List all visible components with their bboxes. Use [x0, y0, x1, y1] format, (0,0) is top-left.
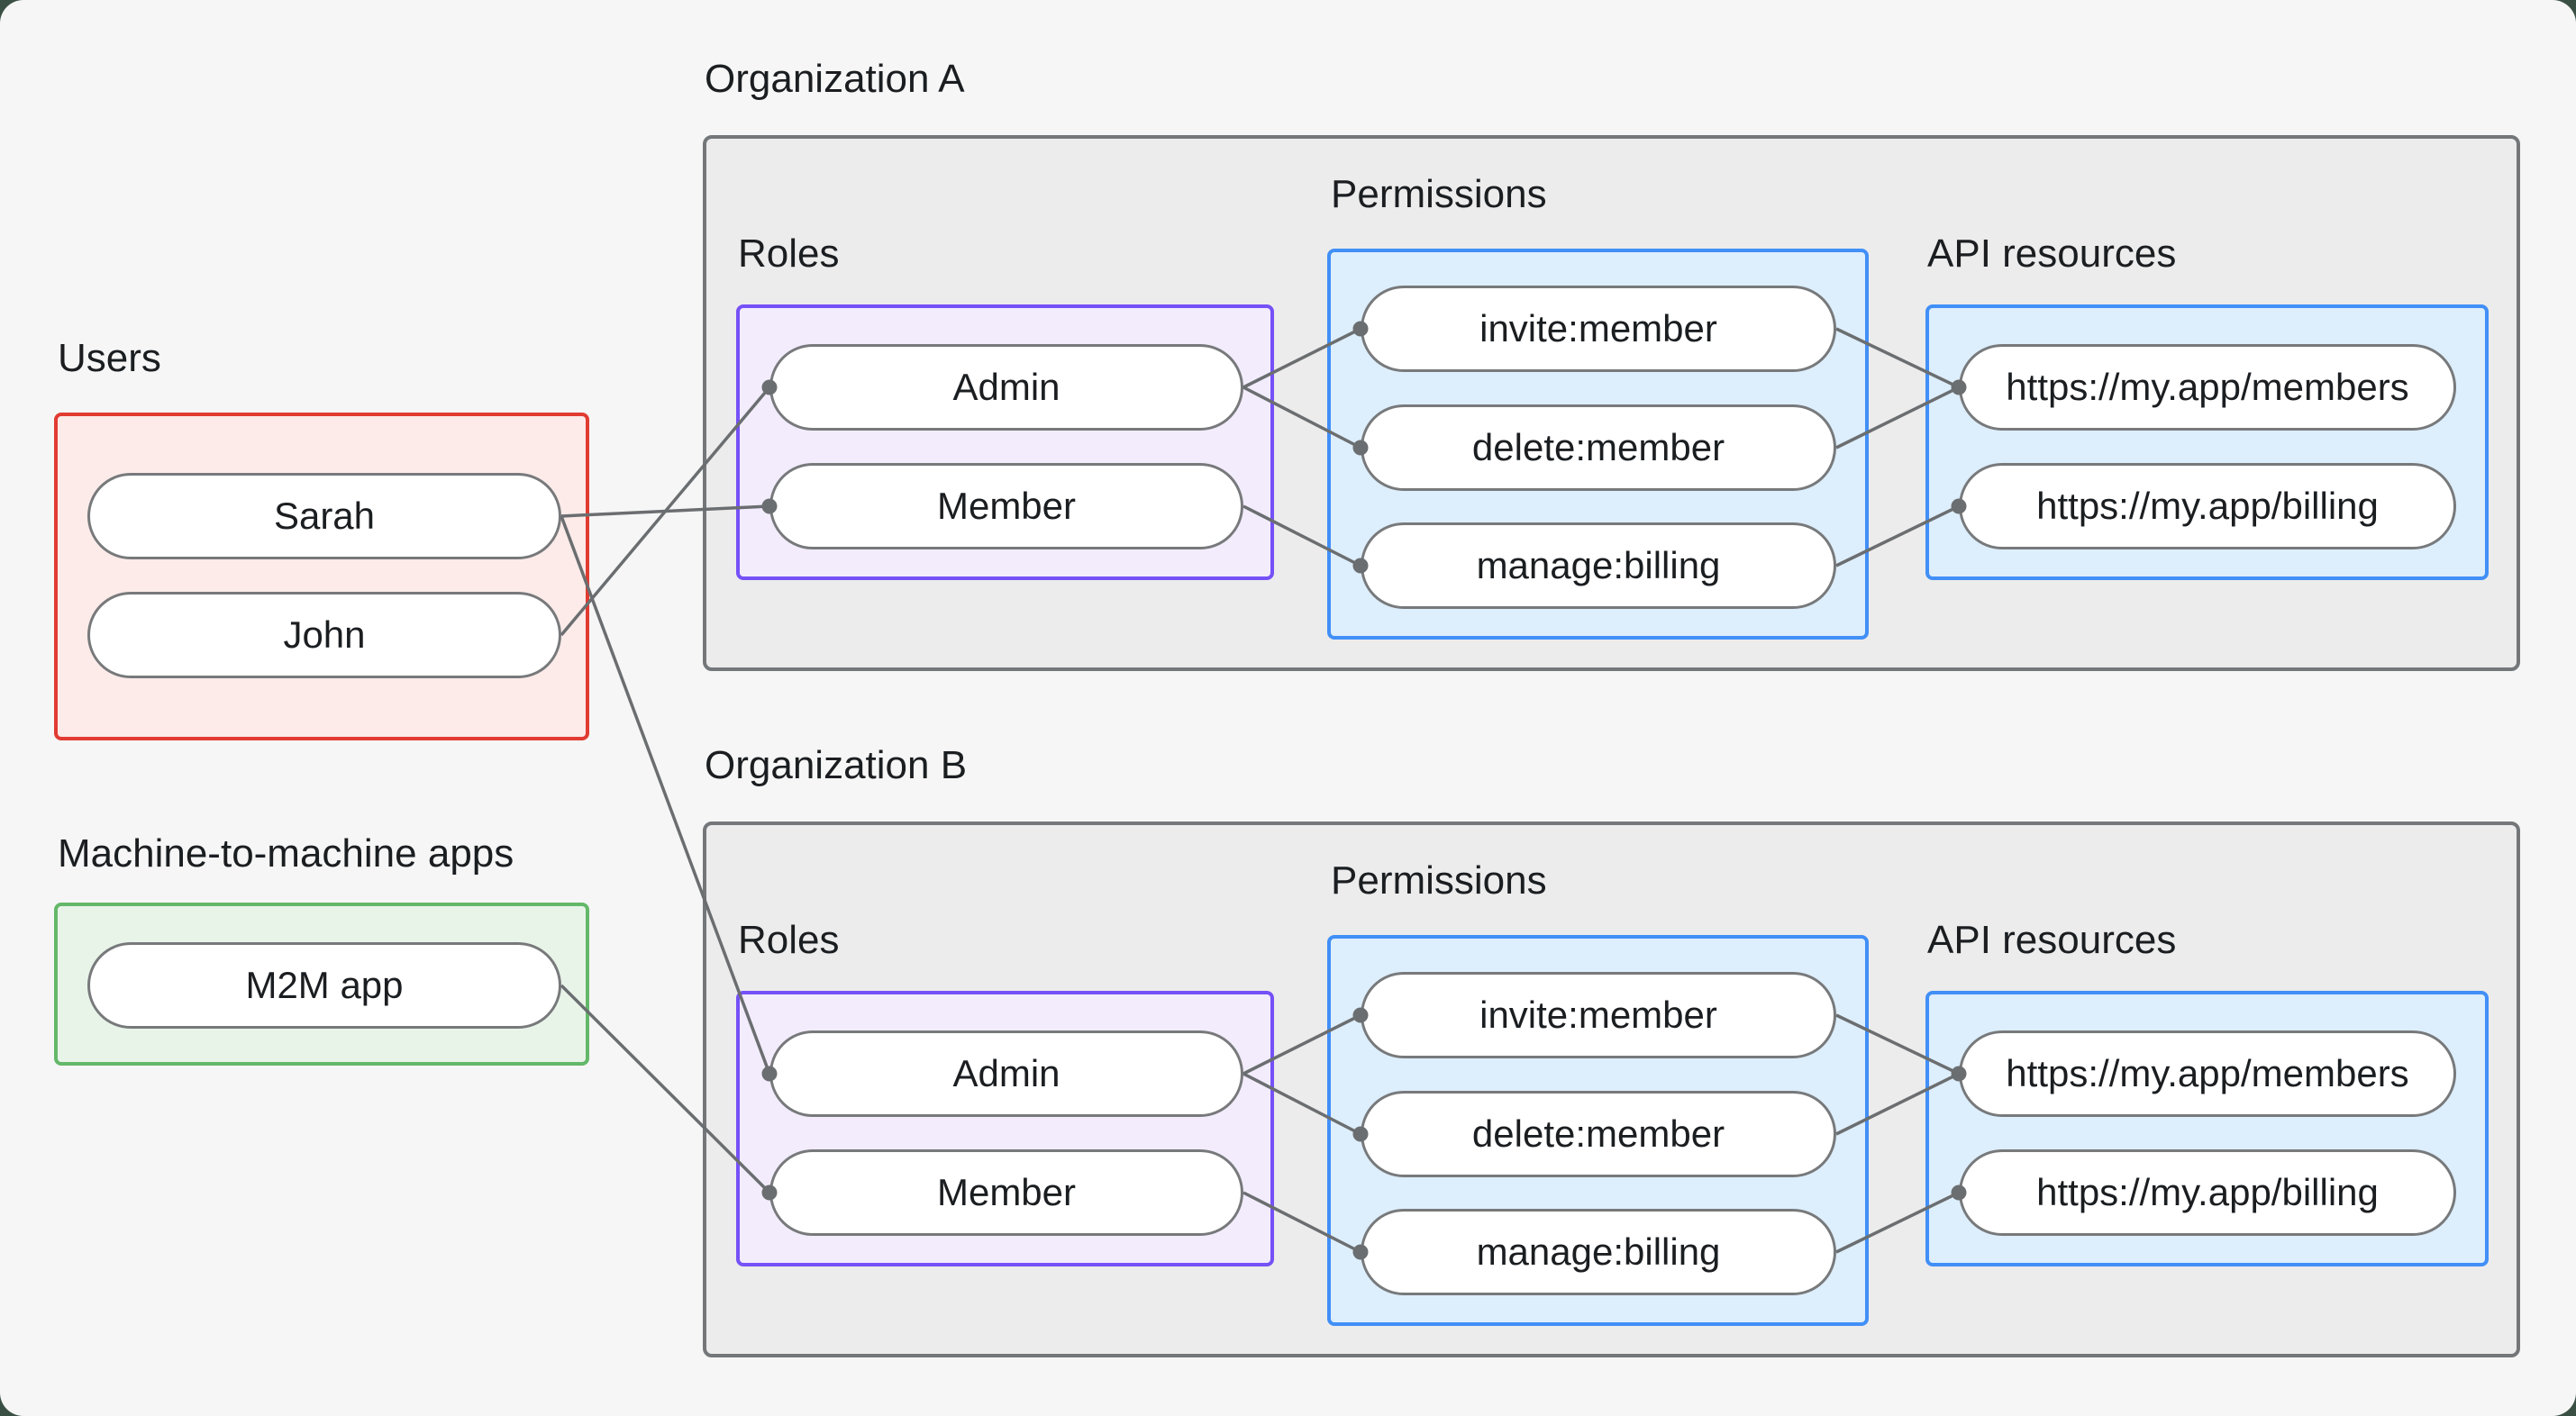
m2m-label: Machine-to-machine apps	[58, 831, 514, 876]
org-b-role-admin: Admin	[769, 1030, 1243, 1117]
org-b-api-members: https://my.app/members	[1959, 1030, 2456, 1117]
user-node-sarah: Sarah	[87, 473, 561, 559]
org-b-api-billing: https://my.app/billing	[1959, 1149, 2456, 1236]
org-b-permission-delete-member: delete:member	[1361, 1091, 1836, 1177]
organization-a-title: Organization A	[705, 57, 965, 101]
org-a-api-label: API resources	[1927, 231, 2177, 276]
org-a-roles-label: Roles	[738, 231, 840, 276]
users-label: Users	[58, 336, 161, 380]
org-a-role-member: Member	[769, 463, 1243, 549]
users-group-box	[54, 413, 589, 740]
org-a-permission-invite-member: invite:member	[1361, 286, 1836, 372]
organization-b-title: Organization B	[705, 743, 968, 787]
m2m-node: M2M app	[87, 942, 561, 1029]
org-b-permission-manage-billing: manage:billing	[1361, 1209, 1836, 1295]
org-a-permissions-label: Permissions	[1331, 172, 1547, 216]
org-b-permissions-label: Permissions	[1331, 858, 1547, 903]
org-b-role-member: Member	[769, 1149, 1243, 1236]
org-b-api-label: API resources	[1927, 918, 2177, 962]
org-b-permission-invite-member: invite:member	[1361, 972, 1836, 1058]
org-a-permission-delete-member: delete:member	[1361, 404, 1836, 491]
org-a-role-admin: Admin	[769, 344, 1243, 431]
user-node-john: John	[87, 592, 561, 678]
org-a-permission-manage-billing: manage:billing	[1361, 522, 1836, 609]
org-a-api-members: https://my.app/members	[1959, 344, 2456, 431]
org-b-roles-label: Roles	[738, 918, 840, 962]
org-a-api-billing: https://my.app/billing	[1959, 463, 2456, 549]
